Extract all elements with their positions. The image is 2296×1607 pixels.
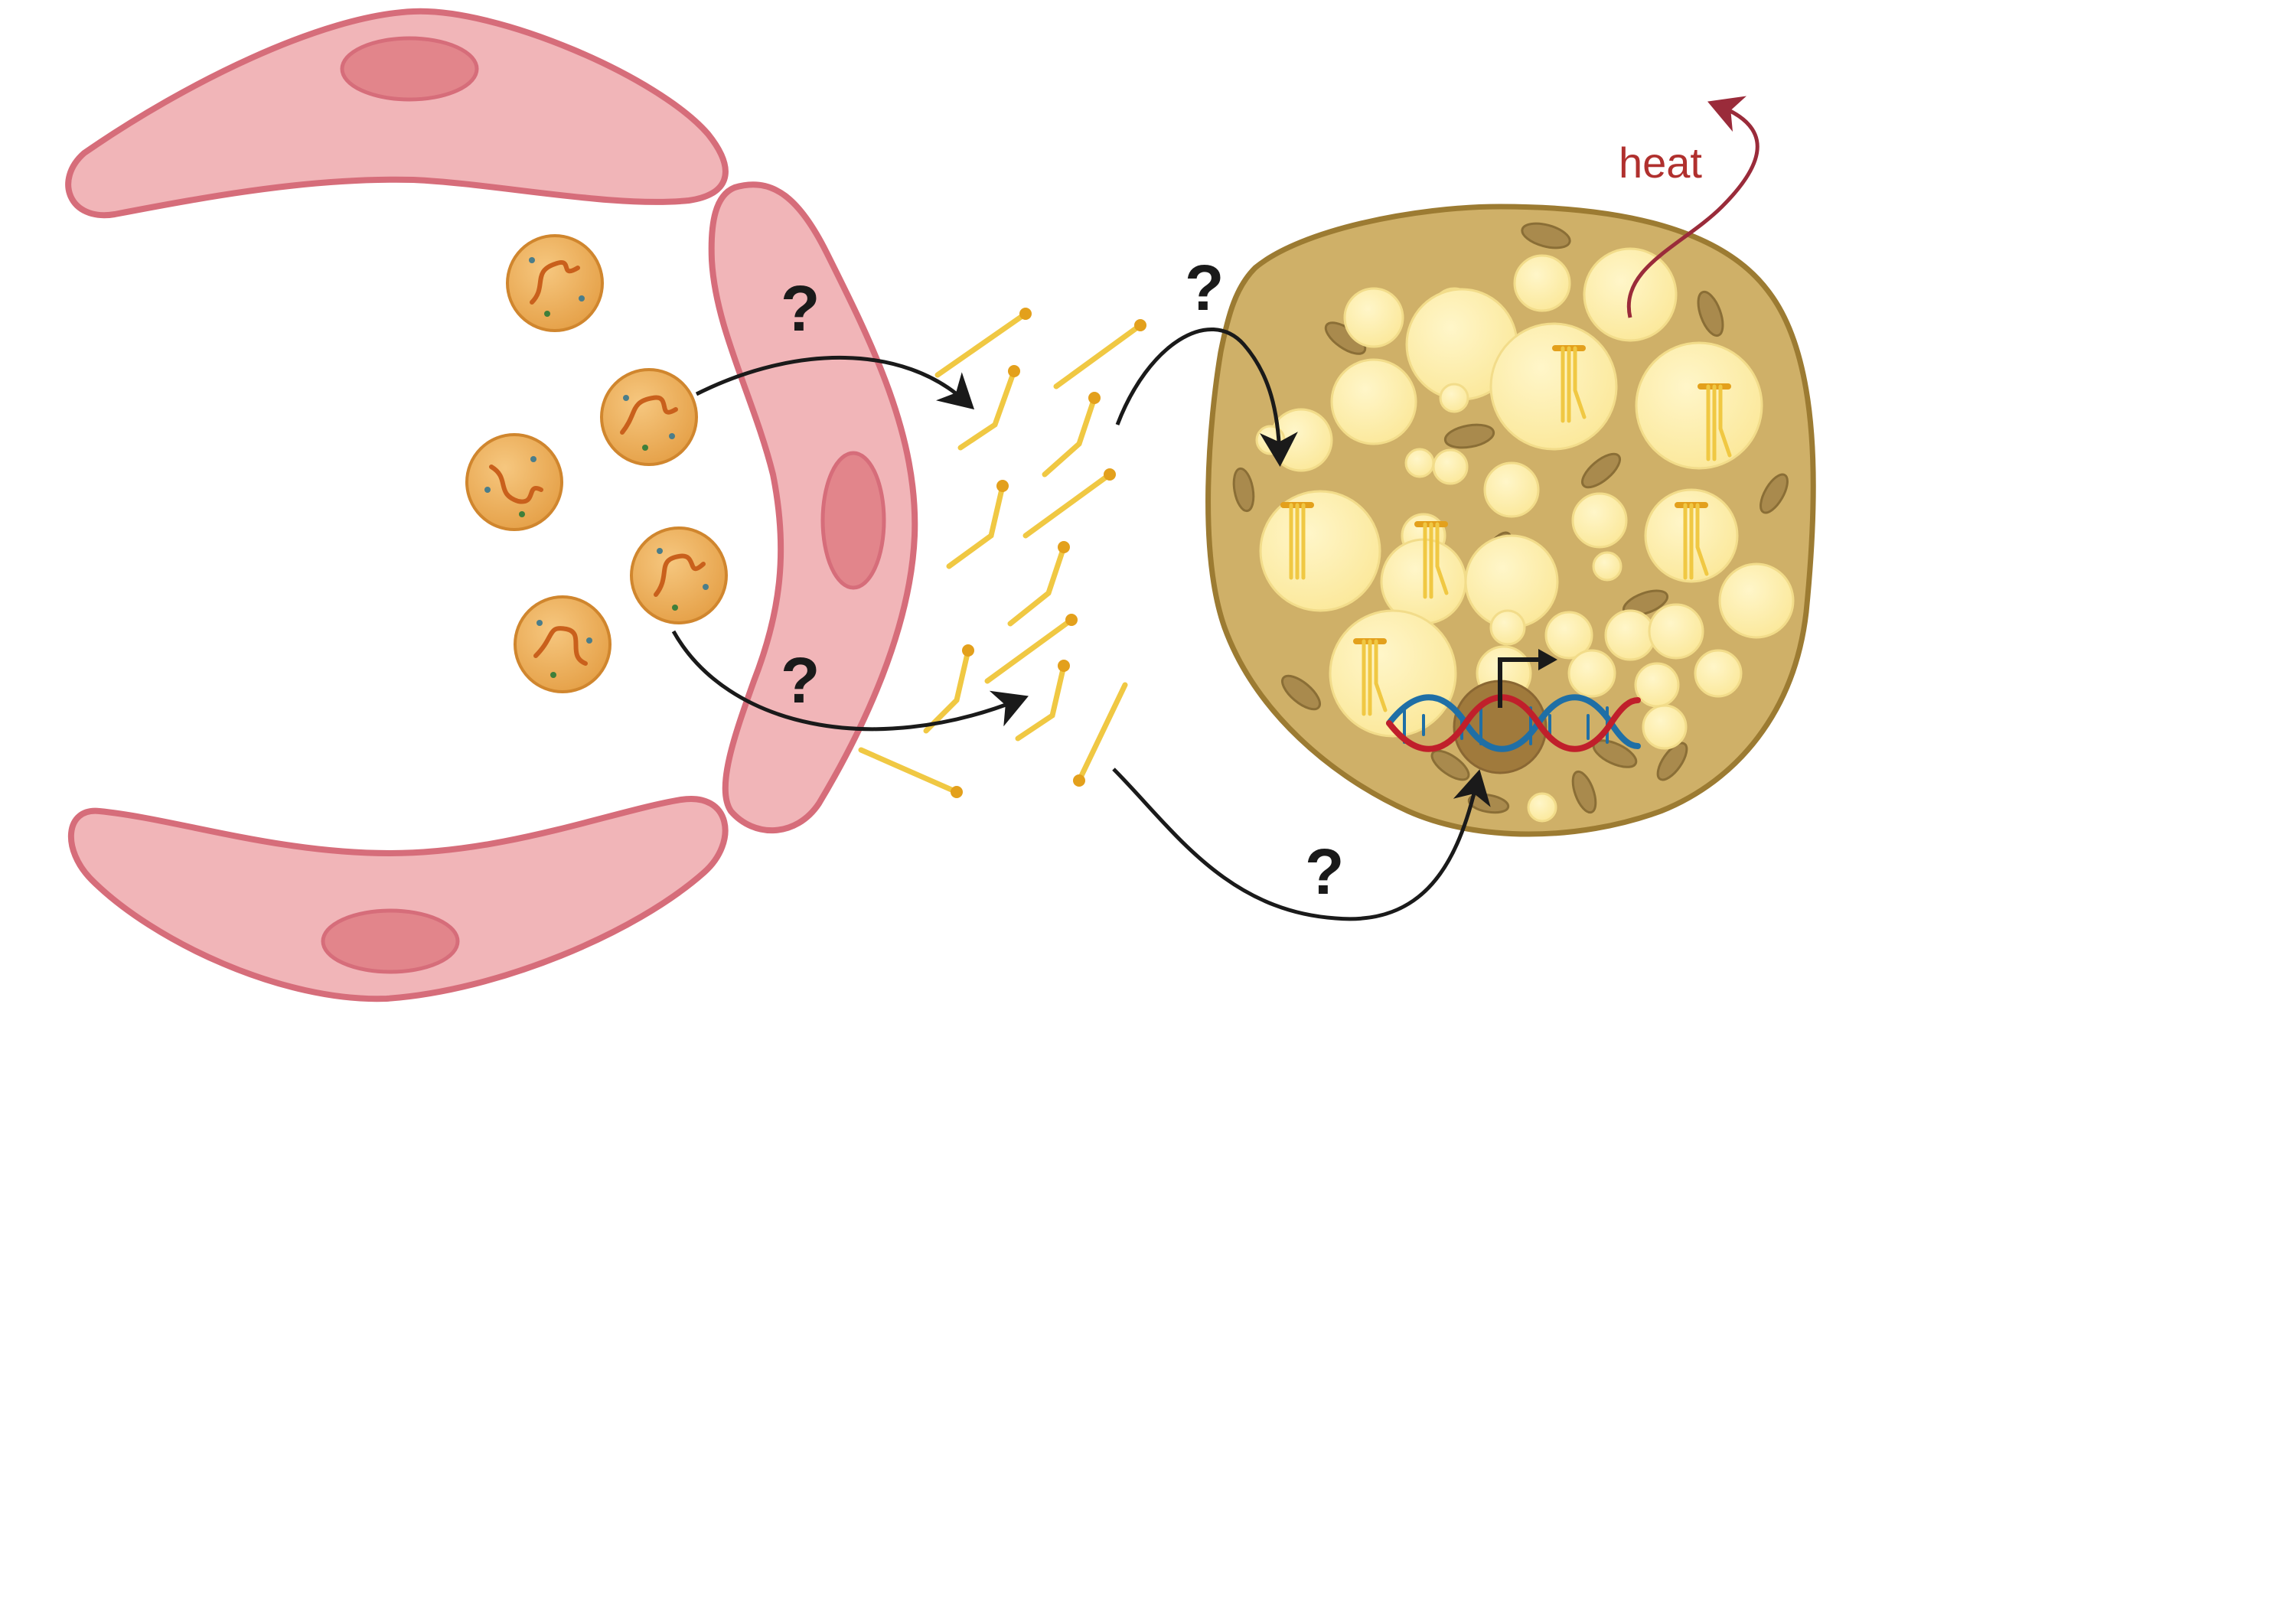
transcription-start-arrow bbox=[1498, 649, 1557, 708]
nucleus bbox=[321, 908, 460, 974]
uptake-arrows bbox=[671, 328, 1491, 921]
fatty-acid bbox=[984, 614, 1078, 684]
endothelial-cell-top bbox=[65, 8, 729, 219]
question-labels: ? ? ? ? bbox=[781, 252, 1344, 908]
fatty-acid bbox=[1042, 392, 1101, 478]
arrow-fatty-acids-to-droplet bbox=[1115, 328, 1298, 467]
lipoprotein-1 bbox=[506, 234, 604, 332]
fatty-acid bbox=[858, 747, 963, 798]
lipoprotein-4 bbox=[630, 526, 728, 624]
question-mark-lower: ? bbox=[781, 644, 820, 716]
fatty-acid bbox=[1022, 468, 1116, 539]
endothelial-cell-side bbox=[708, 181, 918, 834]
fatty-acid bbox=[946, 480, 1009, 569]
capillary-endothelium bbox=[65, 8, 918, 1002]
arrow-lipoprotein-to-fatty-acids-lower bbox=[671, 630, 1029, 732]
arrow-lipoprotein-to-fatty-acids-upper bbox=[695, 356, 975, 410]
nucleus bbox=[820, 451, 886, 590]
brown-adipocyte bbox=[1205, 204, 1816, 837]
heat-label: heat bbox=[1619, 139, 1702, 187]
question-mark-nucleus: ? bbox=[1305, 836, 1344, 908]
lipoprotein-5 bbox=[514, 595, 612, 693]
fatty-acid bbox=[1007, 541, 1070, 627]
stored-fatty-acids bbox=[1280, 345, 1732, 716]
fatty-acids bbox=[858, 308, 1146, 798]
endothelial-cell-bottom bbox=[67, 795, 729, 1002]
fatty-acid bbox=[957, 365, 1020, 451]
lipoprotein-3 bbox=[465, 433, 563, 531]
fatty-acid bbox=[934, 308, 1032, 378]
fatty-acid bbox=[1073, 682, 1128, 787]
lipoprotein-2 bbox=[600, 368, 698, 466]
heat-output: heat bbox=[1619, 96, 1760, 318]
arrow-fatty-acids-to-nucleus bbox=[1112, 768, 1491, 921]
lipoprotein-particles bbox=[465, 234, 728, 693]
fatty-acid bbox=[923, 644, 974, 734]
nucleus bbox=[340, 36, 479, 102]
question-mark-upper: ? bbox=[781, 272, 820, 344]
fatty-acid bbox=[1015, 660, 1070, 742]
dna-double-helix bbox=[1386, 694, 1641, 752]
lipid-droplets bbox=[1255, 247, 1795, 823]
fatty-acid bbox=[1053, 319, 1146, 390]
question-mark-uptake: ? bbox=[1185, 252, 1224, 324]
